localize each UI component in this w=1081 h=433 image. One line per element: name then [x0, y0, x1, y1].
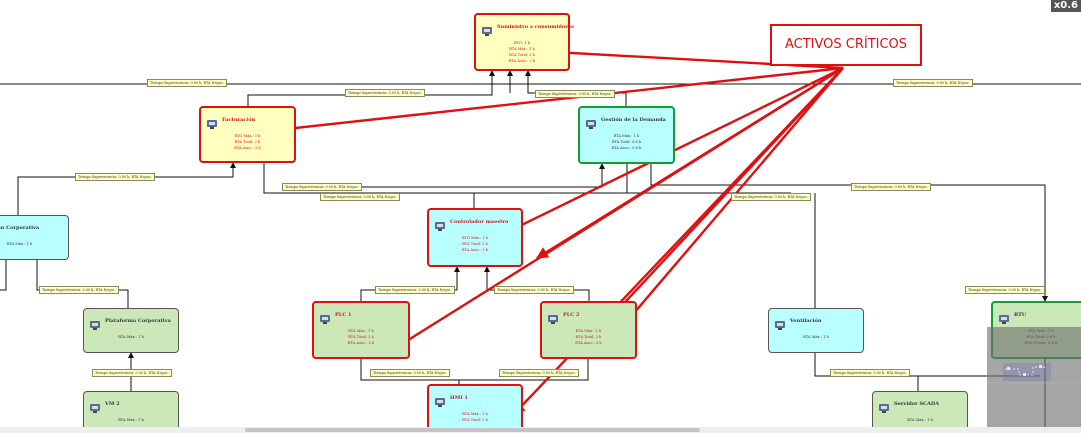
node-metric: RTO Máx.: 1 h [461, 236, 489, 240]
plataforma-icon [89, 316, 102, 330]
node-metric: RTA Máx.: 1 h [509, 47, 535, 51]
link-label: Tiempo Supervivencia: 0.00 h, RTA Negoc. [535, 90, 615, 98]
link-label: Tiempo Supervivencia: 0.00 h, RTA Negoc. [851, 183, 931, 191]
users-icon [481, 22, 494, 36]
node-plc1[interactable]: PLC 1 RTA Máx.: 1 h RTA Total: 2 h RTA Asoc… [312, 301, 410, 359]
node-title: PLC 2 [563, 312, 580, 318]
fan-icon [774, 316, 787, 330]
node-title: Suministro a consumidores [497, 24, 574, 30]
node-metric: RTA Total: 2 h [234, 140, 261, 144]
node-title: Servidor SCADA [894, 401, 940, 407]
horizontal-scrollbar[interactable] [0, 427, 1081, 433]
connection-line [0, 260, 7, 291]
node-title: Controlador maestro [450, 219, 509, 225]
node-metric: RTA Máx.: 1 h [118, 335, 144, 339]
critical-assets-callout: ACTIVOS CRÍTICOS [770, 24, 922, 66]
link-label: Tiempo Supervivencia: 0.00 h, RTA Negoc. [830, 369, 910, 377]
node-metric: RTA Total: 0.8 h [611, 140, 642, 144]
node-metric: RTA Asoc.: 2 h [234, 146, 261, 150]
node-vm2[interactable]: VM 2 RTA Máx.: 1 h [83, 391, 179, 433]
link-label: Tiempo Supervivencia: 0.00 h, RTA Negoc. [499, 369, 579, 377]
node-plc2[interactable]: PLC 2 RTA Máx.: 1 h RTA Total: 2 h RTA Asoc… [540, 301, 637, 359]
link-label: Tiempo Supervivencia: 0.00 h, RTA Negoc. [282, 183, 362, 191]
node-metric: RTA Máx.: 1 h [348, 329, 374, 333]
node-metric: RTA Asoc.: 2 h [575, 341, 602, 345]
server-icon [434, 217, 447, 231]
critical-arrow [610, 67, 844, 341]
connection-line [263, 163, 628, 194]
node-metric: RTA Máx.: 1 h [6, 242, 33, 246]
node-metric: RTA Total: 2 h [462, 242, 488, 246]
connection-line [360, 266, 460, 301]
node-title: PLC 1 [335, 312, 352, 318]
node-metric: RTA Asoc.: 2 h [461, 248, 489, 252]
link-label: Tiempo Supervivencia: 0.00 h, RTA Negoc. [370, 369, 450, 377]
plc-icon [319, 310, 332, 324]
node-metric: RTA Máx.: 1 h [907, 418, 933, 422]
node-metric: RTA Total: 2 h [462, 418, 488, 422]
connection-line [360, 359, 460, 384]
node-metric: RTA Total: 2 h [575, 335, 602, 339]
node-title: HMI 1 [450, 395, 468, 401]
connection-line [650, 164, 1048, 302]
critical-arrow [379, 66, 844, 359]
monitor-icon [434, 393, 447, 407]
connection-line [484, 266, 590, 301]
link-label: Tiempo Supervivencia: 0.00 h, RTA Negoc. [92, 369, 172, 377]
node-metric: RTA Máx.: 1 h [118, 418, 144, 422]
node-metric: RTO: 1 h [513, 41, 531, 45]
node-title: Aplicación Corporativa [0, 225, 40, 231]
plc-icon [547, 310, 560, 324]
node-metric: RTA Total: 2 h [348, 335, 374, 339]
network-icon [585, 115, 598, 129]
scrollbar-thumb[interactable] [245, 428, 700, 432]
scada-icon [878, 399, 891, 413]
node-metric: RTA Máx.: 1 h [462, 412, 488, 416]
link-label: Tiempo Supervivencia: 0.00 h, RTA Negoc. [75, 173, 155, 181]
rtu-icon [998, 310, 1011, 324]
node-title: Ventilación [790, 318, 822, 324]
node-metric: RTA Asoc.: 2 h [508, 59, 536, 63]
zoom-level: x0.6 [1050, 0, 1081, 12]
node-metric: RTA Máx.: 1 h [803, 335, 829, 339]
node-title: Gestión de la Demanda [601, 117, 666, 123]
connection-line [459, 359, 589, 381]
node-hmi1[interactable]: HMI 1 RTA Máx.: 1 h RTA Total: 2 h [427, 384, 523, 433]
node-scada[interactable]: Servidor SCADA RTA Máx.: 1 h [872, 391, 968, 433]
node-title: VM 2 [105, 401, 120, 407]
connection-line [36, 260, 129, 308]
minimap [987, 363, 1081, 384]
node-title: Plataforma Corporativa [105, 318, 171, 324]
link-label: Tiempo Supervivencia: 0.00 h, RTA Negoc. [731, 193, 811, 201]
link-label: Tiempo Supervivencia: 0.00 h, RTA Negoc. [375, 286, 455, 294]
link-label: Tiempo Supervivencia: 0.00 h, RTA Negoc. [965, 286, 1045, 294]
node-metric: RTA Total: 2 h [509, 53, 535, 57]
link-label: Tiempo Supervivencia: 0.00 h, RTA Negoc. [345, 89, 425, 97]
critical-arrow [266, 66, 844, 136]
link-label: Tiempo Supervivencia: 0.00 h, RTA Negoc. [39, 286, 119, 294]
node-metric: RTA Asoc.: 2 h [347, 341, 375, 345]
link-label: Tiempo Supervivencia: 0.00 h, RTA Negoc. [320, 193, 400, 201]
connection-line [17, 162, 236, 215]
node-metric: RTA Máx.: 1 h [613, 134, 640, 138]
document-icon [206, 115, 219, 129]
link-label: Tiempo Supervivencia: 0.00 h, RTA Negoc. [893, 79, 973, 87]
link-label: Tiempo Supervivencia: 0.00 h, RTA Negoc. [494, 286, 574, 294]
node-metric: RTA Asoc.: 0.8 h [611, 146, 642, 150]
node-title: Facturación [222, 117, 256, 123]
node-metric: RTA Máx.: 1 h [575, 329, 602, 333]
minimap-overlay[interactable] [987, 327, 1081, 433]
node-metric: RTO Máx.: 1 h [234, 134, 261, 138]
node-title: RTU [1014, 312, 1027, 318]
link-label: Tiempo Supervivencia: 0.00 h, RTA Negoc. [147, 79, 227, 87]
vm-icon [89, 399, 102, 413]
